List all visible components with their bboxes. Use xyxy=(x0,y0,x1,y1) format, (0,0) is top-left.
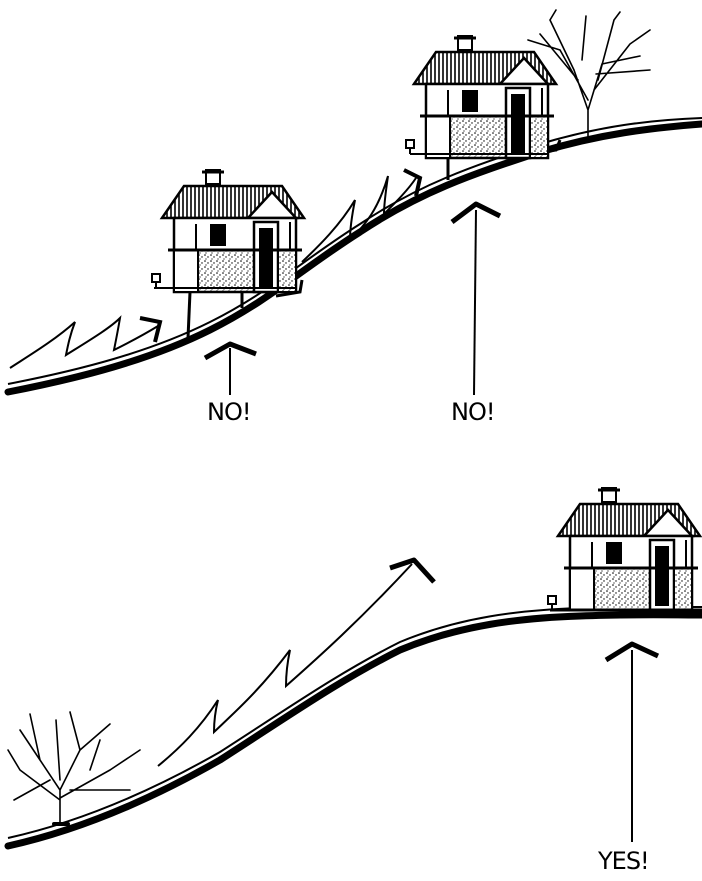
label-yes: YES! xyxy=(598,849,649,873)
label-no-right: NO! xyxy=(451,400,494,424)
arrow-yes xyxy=(606,644,658,842)
house-on-stilts-right-icon xyxy=(406,36,556,180)
label-no-left: NO! xyxy=(207,400,250,424)
arrow-no-left xyxy=(205,344,256,395)
wind-arrow-top-mid xyxy=(302,170,420,262)
arrow-no-right xyxy=(452,204,500,395)
house-on-ground-icon xyxy=(548,488,702,610)
top-hillside xyxy=(8,118,702,392)
wind-arrow-bottom xyxy=(158,560,434,766)
bottom-hillside xyxy=(8,607,702,846)
